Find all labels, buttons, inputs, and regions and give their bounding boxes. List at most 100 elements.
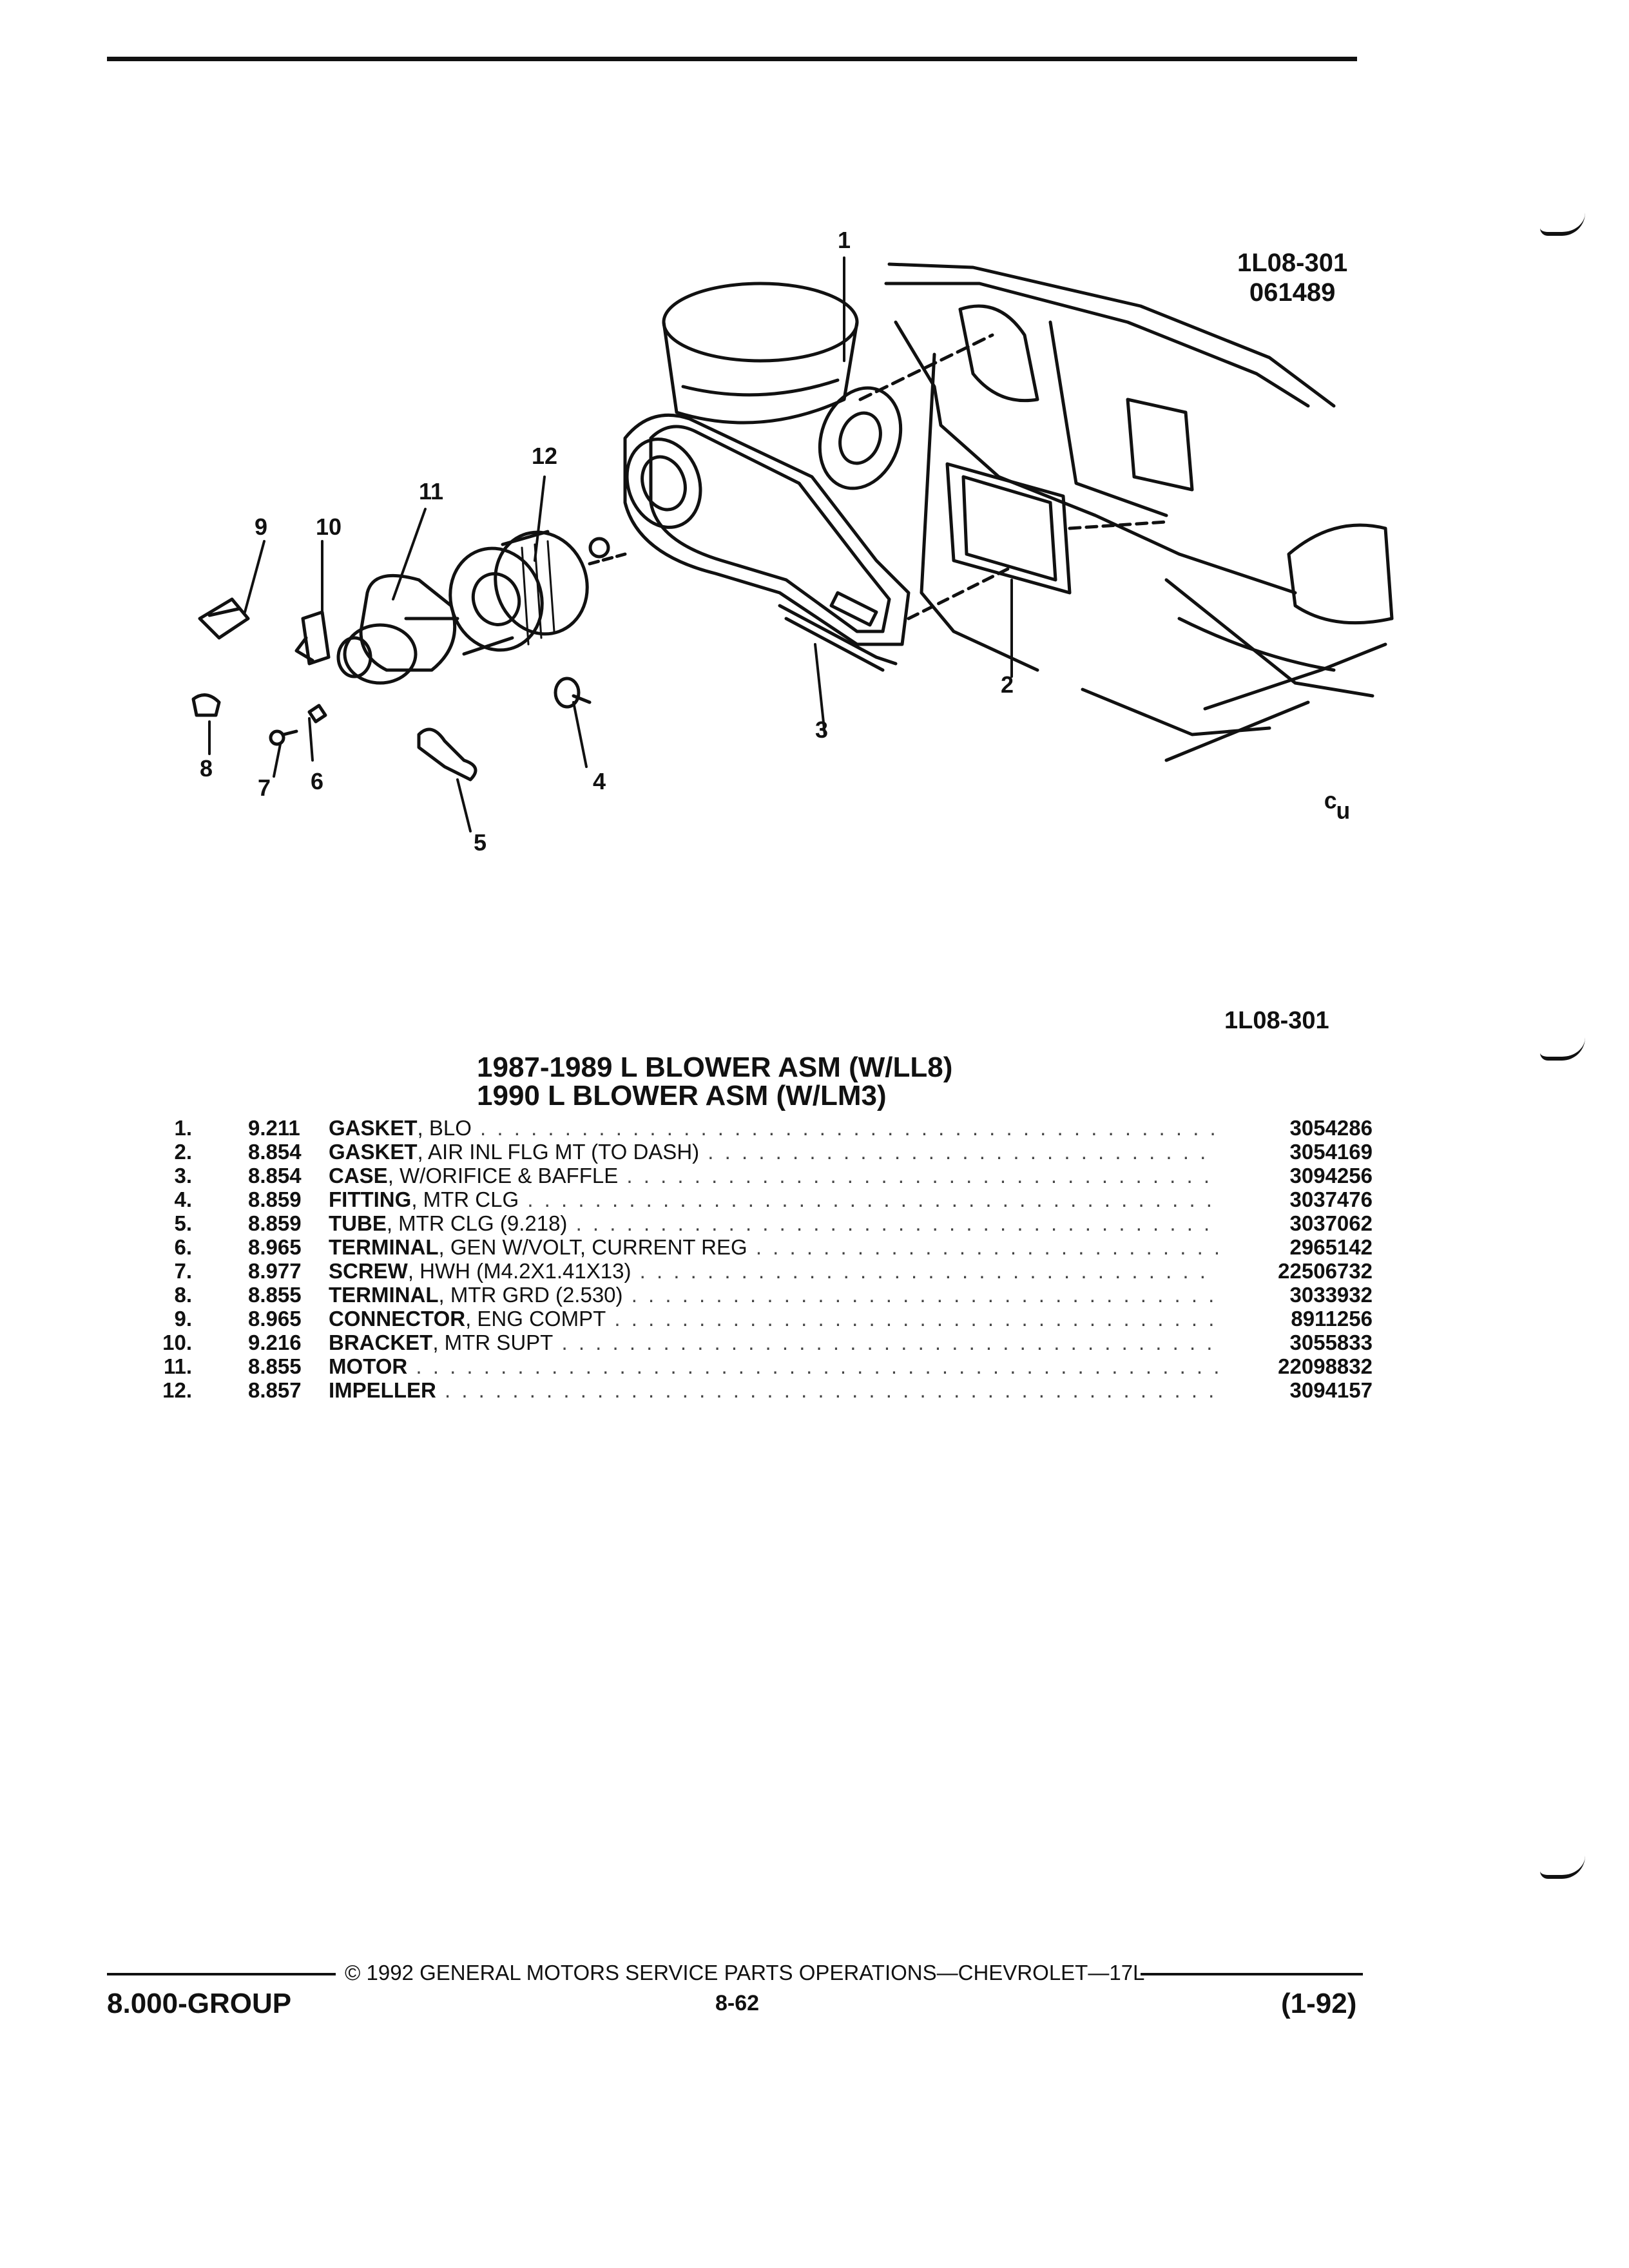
group-code: 9.211 [248, 1116, 300, 1140]
part-name: GASKET [329, 1140, 418, 1164]
page-tick-mark [1540, 213, 1585, 236]
page-number: 8-62 [715, 1991, 760, 2015]
part-description: FITTING, MTR CLG . . . . . . . . . . . .… [329, 1187, 1218, 1211]
part-number: 22506732 [1278, 1259, 1373, 1283]
part-detail: , AIR INL FLG MT (TO DASH) [417, 1140, 700, 1164]
part-number: 3033932 [1289, 1283, 1373, 1307]
part-detail: , MTR GRD (2.530) [438, 1283, 623, 1307]
part-name: TERMINAL [329, 1283, 439, 1307]
callout-12: 12 [532, 443, 557, 469]
part-detail: , MTR CLG [411, 1187, 519, 1211]
part-name: GASKET [329, 1116, 418, 1140]
item-number: 11. [163, 1354, 192, 1378]
part-number: 3055833 [1289, 1331, 1373, 1354]
part-description: TUBE, MTR CLG (9.218) . . . . . . . . . … [329, 1211, 1218, 1235]
part-name: MOTOR [329, 1354, 408, 1378]
callout-5: 5 [474, 829, 487, 856]
part-detail: , BLO [417, 1116, 472, 1140]
part-number: 3037476 [1289, 1187, 1373, 1211]
part-number: 3054169 [1289, 1140, 1373, 1164]
part-detail: , ENG COMPT [465, 1307, 606, 1331]
leader-dots: . . . . . . . . . . . . . . . . . . . . … [416, 1354, 1218, 1378]
item-number: 4. [174, 1187, 192, 1211]
part-name: FITTING [329, 1187, 412, 1211]
callout-11: 11 [419, 478, 443, 505]
part-description: BRACKET, MTR SUPT . . . . . . . . . . . … [329, 1331, 1218, 1354]
part-description: MOTOR . . . . . . . . . . . . . . . . . … [329, 1354, 1218, 1378]
parts-row: 8. 8.855 TERMINAL, MTR GRD (2.530) . . . .… [161, 1283, 1373, 1307]
leader-dots: . . . . . . . . . . . . . . . . . . . . … [631, 1283, 1218, 1307]
part-name: TUBE [329, 1211, 387, 1235]
part-number: 3054286 [1289, 1116, 1373, 1140]
callout-1: 1 [838, 227, 851, 253]
part-number: 3094157 [1289, 1378, 1373, 1402]
item-number: 12. [162, 1378, 192, 1402]
group-code: 8.859 [248, 1211, 302, 1235]
terminal-drawing [191, 693, 221, 717]
part-detail: , GEN W/VOLT, CURRENT REG [438, 1235, 747, 1259]
item-number: 7. [174, 1259, 192, 1283]
parts-row: 9. 8.965 CONNECTOR, ENG COMPT . . . . . . … [161, 1307, 1373, 1331]
part-name: CONNECTOR [329, 1307, 466, 1331]
part-detail: , MTR SUPT [432, 1331, 554, 1354]
page-tick-mark [1540, 1856, 1585, 1879]
item-number: 5. [174, 1211, 192, 1235]
callout-4: 4 [593, 768, 606, 794]
callout-3: 3 [815, 716, 828, 743]
callout-10: 10 [316, 514, 342, 540]
part-name: BRACKET [329, 1331, 433, 1354]
group-label: 8.000-GROUP [107, 1988, 292, 2019]
figure-id-block: 1L08-301 061489 [1237, 248, 1347, 307]
part-description: CONNECTOR, ENG COMPT . . . . . . . . . .… [329, 1307, 1218, 1331]
callout-9: 9 [255, 514, 267, 540]
impeller-drawing [448, 530, 627, 656]
leader-dots: . . . . . . . . . . . . . . . . . . . . … [614, 1307, 1218, 1331]
callout-2: 2 [1001, 671, 1014, 698]
group-code: 8.977 [248, 1259, 302, 1283]
blower-case-drawing [623, 413, 911, 672]
dash-gasket-drawing [907, 462, 1168, 620]
leader-dots: . . . . . . . . . . . . . . . . . . . . … [708, 1140, 1218, 1164]
terminal-small-drawing [307, 704, 327, 724]
group-code: 8.857 [248, 1378, 302, 1402]
part-name: IMPELLER [329, 1378, 436, 1402]
leader-dots: . . . . . . . . . . . . . . . . . . . . … [480, 1116, 1218, 1140]
dash-panel-drawing [884, 262, 1394, 762]
part-detail: , MTR CLG (9.218) [386, 1211, 568, 1235]
group-code: 8.965 [248, 1235, 302, 1259]
parts-row: 4. 8.859 FITTING, MTR CLG . . . . . . . . … [161, 1187, 1373, 1211]
part-number: 2965142 [1289, 1235, 1373, 1259]
item-number: 10. [162, 1331, 192, 1354]
group-code: 8.859 [248, 1187, 302, 1211]
callout-7: 7 [258, 774, 271, 801]
gasket-drawing [818, 333, 994, 490]
footer-rule-right [1141, 1973, 1363, 1975]
leader-dots: . . . . . . . . . . . . . . . . . . . . … [626, 1164, 1218, 1187]
part-name: SCREW [329, 1259, 408, 1283]
part-detail: , HWH (M4.2X1.41X13) [407, 1259, 631, 1283]
leader-dots: . . . . . . . . . . . . . . . . . . . . … [575, 1211, 1218, 1235]
group-code: 8.855 [248, 1354, 302, 1378]
item-number: 8. [174, 1283, 192, 1307]
footer-rule-left [107, 1973, 336, 1975]
group-code: 8.854 [248, 1140, 302, 1164]
leader-dots: . . . . . . . . . . . . . . . . . . . . … [639, 1259, 1218, 1283]
group-code: 8.855 [248, 1283, 302, 1307]
leader-dots: . . . . . . . . . . . . . . . . . . . . … [527, 1187, 1218, 1211]
part-number: 22098832 [1278, 1354, 1373, 1378]
part-number: 8911256 [1291, 1307, 1373, 1331]
group-code: 8.965 [248, 1307, 302, 1331]
item-number: 3. [174, 1164, 192, 1187]
parts-row: 5. 8.859 TUBE, MTR CLG (9.218) . . . . . .… [161, 1211, 1373, 1235]
bracket-drawing [294, 610, 331, 666]
leader-dots: . . . . . . . . . . . . . . . . . . . . … [561, 1331, 1218, 1354]
part-number: 3037062 [1289, 1211, 1373, 1235]
item-number: 9. [174, 1307, 192, 1331]
item-number: 2. [174, 1140, 192, 1164]
